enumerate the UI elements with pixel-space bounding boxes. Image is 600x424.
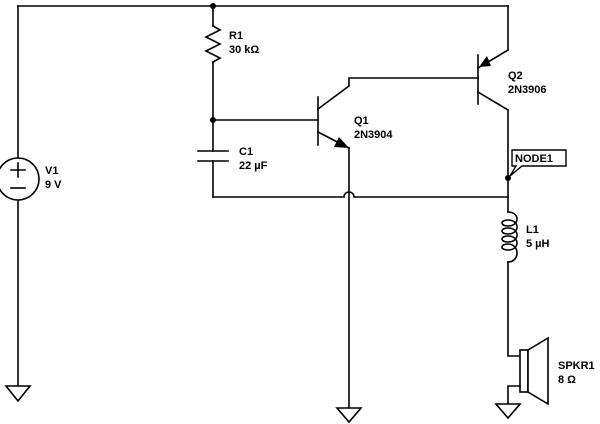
- q1-name-label: Q1: [354, 115, 369, 127]
- q2-name-label: Q2: [508, 70, 523, 82]
- c1-to-node1-wire: [212, 191, 509, 198]
- ground-icon: [335, 407, 363, 424]
- c1-capacitor: [197, 150, 229, 162]
- node1-label: NODE1: [515, 153, 553, 165]
- l1-bottom-wire: [507, 261, 521, 357]
- q1-collector-wire: [348, 77, 479, 87]
- ground-icon: [4, 385, 32, 403]
- spkr1-return-wire: [507, 385, 521, 405]
- q2-pnp-transistor: [476, 48, 510, 112]
- speaker-icon: [519, 336, 549, 406]
- ground-icon: [494, 403, 522, 420]
- v1-value-label: 9 V: [45, 179, 62, 191]
- plus-icon: [10, 162, 26, 178]
- l1-name-label: L1: [526, 224, 539, 236]
- q2-value-label: 2N3906: [508, 84, 547, 96]
- r1-value-label: 30 kΩ: [229, 44, 259, 56]
- c1-name-label: C1: [239, 146, 253, 158]
- v1-name-label: V1: [45, 165, 58, 177]
- spkr1-name-label: SPKR1: [558, 360, 595, 372]
- r1-resistor: [204, 24, 222, 64]
- emitter-arrow-icon: [334, 137, 349, 148]
- spkr1-value-label: 8 Ω: [558, 374, 576, 386]
- r1-name-label: R1: [229, 30, 243, 42]
- l1-inductor: [501, 211, 518, 263]
- l1-value-label: 5 µH: [526, 238, 550, 250]
- node1-flag: [509, 149, 567, 177]
- c1-value-label: 22 µF: [239, 160, 268, 172]
- q1-npn-transistor: [316, 84, 351, 150]
- q1-value-label: 2N3904: [354, 129, 393, 141]
- v1-voltage-source: [0, 157, 40, 201]
- emitter-arrow-icon: [479, 56, 491, 67]
- junction-dot: [505, 175, 511, 181]
